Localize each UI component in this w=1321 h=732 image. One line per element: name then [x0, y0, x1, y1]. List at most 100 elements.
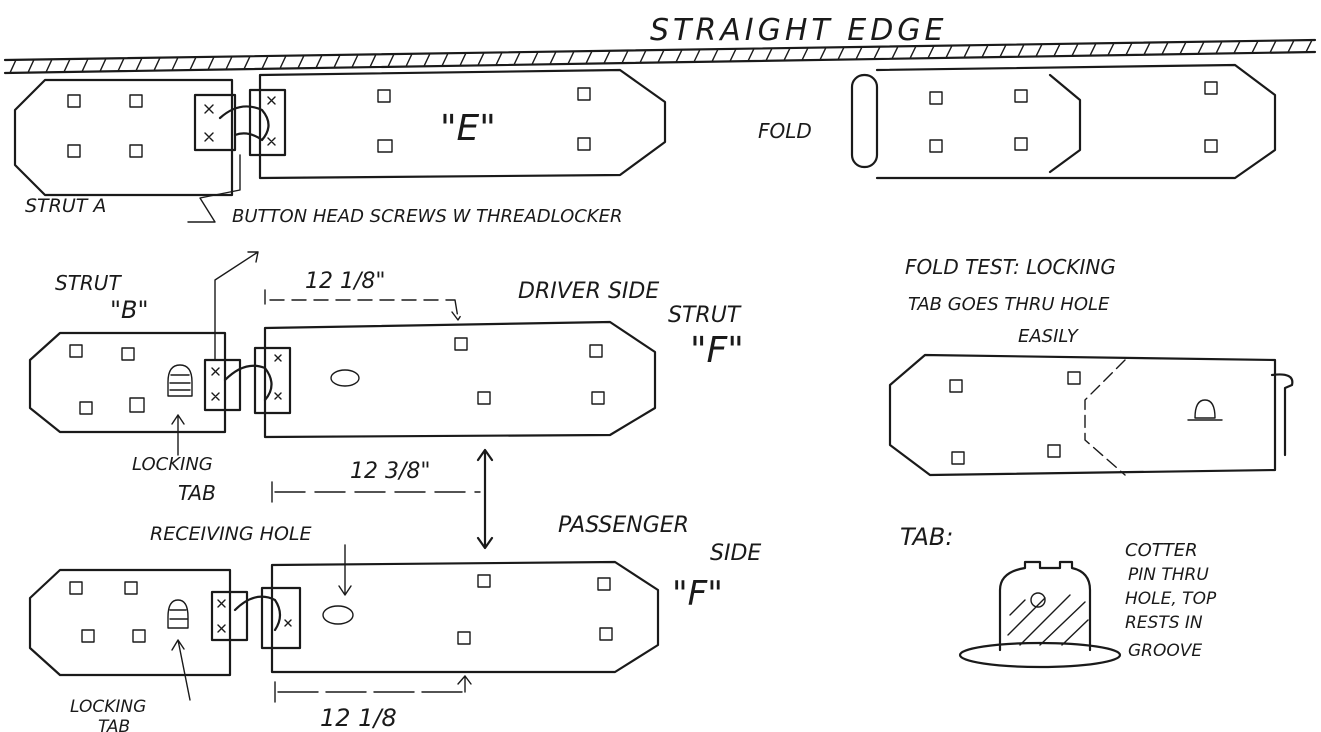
cotter-line-2: PIN THRU: [1128, 565, 1209, 585]
straight-edge-hatch: [1215, 40, 1223, 55]
straight-edge-hatch: [9, 59, 17, 74]
passenger-side-label-2: SIDE: [710, 541, 761, 566]
dim-mid-line: [271, 481, 481, 503]
straight-edge-hatch: [279, 55, 287, 70]
passenger-side-label-1: PASSENGER: [558, 513, 689, 538]
straight-edge-hatch: [1269, 39, 1277, 54]
part-e-label: "E": [440, 108, 496, 149]
straight-edge-hatch: [927, 45, 935, 59]
driver-side-label-3: "F": [690, 330, 744, 371]
straight-edge-hatch: [459, 52, 467, 67]
hinge-middle: [203, 346, 292, 415]
straight-edge-hatch: [909, 45, 917, 60]
straight-edge-hatch: [297, 54, 305, 69]
straight-edge-hatch: [369, 53, 377, 68]
straight-edge-hatch: [981, 44, 989, 58]
straight-edge-hatch: [63, 58, 71, 73]
straight-edge-hatch: [1017, 43, 1025, 58]
gap-arrow: [476, 448, 494, 550]
straight-edge-hatch: [783, 47, 791, 62]
straight-edge-hatch: [387, 53, 395, 68]
straight-edge-hatch: [261, 55, 269, 70]
straight-edge-hatch: [1161, 41, 1169, 56]
driver-side-label-2: STRUT: [668, 303, 742, 328]
straight-edge-hatch: [873, 45, 881, 60]
strut-b: [28, 331, 227, 434]
dim-bottom-line: [274, 675, 472, 703]
straight-edge-hatch: [819, 46, 827, 61]
cotter-line-1: COTTER: [1125, 540, 1198, 561]
straight-edge-hatch: [729, 48, 737, 62]
straight-edge-hatch: [351, 53, 359, 69]
straight-edge-hatch: [657, 49, 665, 64]
dim-mid-label: 12 3/8": [350, 459, 431, 484]
straight-edge-hatch: [945, 44, 953, 59]
straight-edge-hatch: [333, 54, 341, 69]
fold-test-line-3: EASILY: [1018, 326, 1080, 347]
straight-edge-hatch: [207, 56, 215, 71]
straight-edge-hatch: [45, 58, 53, 73]
straight-edge: [3, 38, 1317, 75]
straight-edge-hatch: [243, 55, 251, 70]
strut-b-label-2: "B": [110, 296, 149, 324]
strut-c: [28, 568, 232, 677]
straight-edge-hatch: [423, 52, 431, 67]
straight-edge-hatch: [531, 51, 539, 66]
straight-edge-hatch: [1305, 39, 1313, 53]
straight-edge-hatch: [81, 58, 89, 73]
straight-edge-hatch: [801, 47, 809, 61]
dim-top-line: [264, 289, 464, 321]
straight-edge-hatch: [1053, 43, 1061, 57]
strut-b-label-1: STRUT: [55, 271, 122, 295]
screws-arrow-1: [187, 154, 241, 223]
straight-edge-hatch: [225, 55, 233, 71]
hinge-top: [193, 88, 287, 157]
driver-side-label-1: DRIVER SIDE: [518, 279, 659, 304]
straight-edge-hatch: [891, 45, 899, 60]
straight-edge-hatch: [315, 54, 323, 69]
receiving-hole-arrow: [338, 544, 352, 596]
locking-tab-1-line-2: TAB: [178, 481, 216, 505]
fold-label: FOLD: [758, 119, 812, 143]
straight-edge-hatch: [999, 44, 1007, 58]
strut-a: [13, 78, 234, 197]
fold-strut: [850, 63, 1277, 180]
locking-tab-2-line-2: TAB: [98, 717, 130, 732]
strut-a-label: STRUT A: [25, 195, 106, 217]
straight-edge-hatch: [603, 50, 611, 65]
dim-top-label: 12 1/8": [305, 269, 386, 294]
receiving-hole-label: RECEIVING HOLE: [150, 523, 312, 545]
straight-edge-hatch: [675, 48, 683, 63]
straight-edge-hatch: [1287, 39, 1295, 54]
screws-arrow-2: [214, 251, 259, 361]
passenger-side-label-3: "F": [672, 574, 723, 614]
straight-edge-hatch: [117, 57, 125, 72]
straight-edge-hatch: [1107, 42, 1115, 56]
straight-edge-hatch: [477, 52, 485, 67]
straight-edge-hatch: [765, 47, 773, 62]
locking-tab-1-line-1: LOCKING: [132, 454, 213, 475]
straight-edge-hatch: [585, 50, 593, 65]
fold-test-line-2: TAB GOES THRU HOLE: [908, 294, 1110, 315]
straight-edge-hatch: [1233, 40, 1241, 54]
straight-edge-hatch: [171, 56, 179, 71]
straight-edge-title: STRAIGHT EDGE: [650, 13, 948, 48]
passenger-strut-f: [270, 560, 660, 674]
straight-edge-hatch: [1035, 43, 1043, 58]
straight-edge-hatch: [1197, 41, 1205, 55]
straight-edge-hatch: [747, 47, 755, 62]
straight-edge-hatch: [963, 44, 971, 59]
part-e: [258, 68, 667, 180]
locking-tab-arrow-1: [171, 414, 185, 456]
driver-strut-f: [263, 320, 657, 439]
straight-edge-hatch: [405, 53, 413, 68]
locking-tab-2-line-1: LOCKING: [70, 697, 146, 717]
button-screws-note: BUTTON HEAD SCREWS W THREADLOCKER: [232, 206, 623, 227]
straight-edge-hatch: [837, 46, 845, 61]
straight-edge-hatch: [693, 48, 701, 63]
straight-edge-hatch: [99, 57, 107, 73]
dim-bottom-label: 12 1/8: [320, 704, 397, 732]
straight-edge-hatch: [27, 58, 35, 74]
straight-edge-hatch: [1143, 41, 1151, 56]
